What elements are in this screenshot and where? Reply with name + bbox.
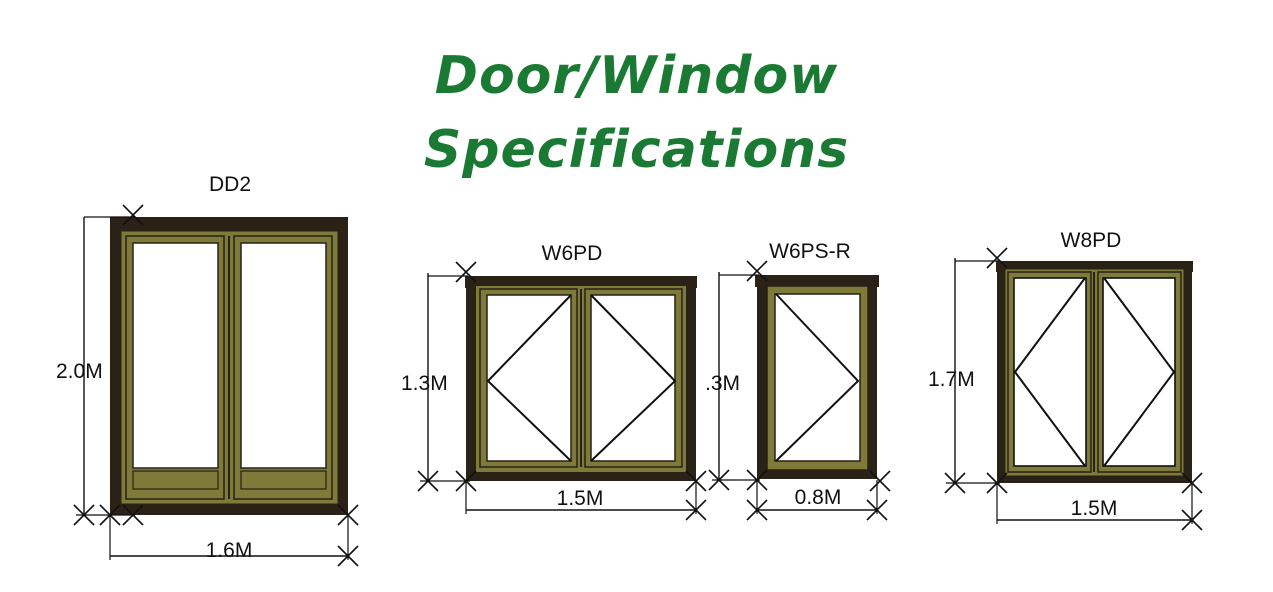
unit-w6pd: W6PD 1.3M 1.5M (401, 242, 707, 521)
dd2-glass-left (132, 242, 219, 469)
dd2-width-label: 1.6M (206, 539, 253, 562)
w6pd-glass-left (486, 294, 572, 462)
w8pd-glass-left (1013, 277, 1087, 467)
w6pd-width-label: 1.5M (557, 487, 604, 510)
w8pd-height-label: 1.7M (928, 368, 975, 391)
w6psr-label: W6PS-R (769, 240, 851, 263)
w8pd-opening-right (1103, 277, 1176, 467)
w6pd-opening-right (590, 294, 677, 462)
w6psr-height-label: .3M (705, 372, 740, 395)
dd2-kickplate-right (240, 470, 327, 490)
dd2-height-label: 2.0M (56, 360, 103, 383)
w6psr-glass (774, 293, 861, 462)
w8pd-label: W8PD (1061, 229, 1122, 252)
unit-dd2: DD2 2.0M 1.6M (56, 173, 359, 567)
w8pd-width-label: 1.5M (1071, 497, 1118, 520)
title-line-1: Door/Window (434, 46, 839, 106)
unit-w8pd: W8PD 1.7M 1.5M (928, 229, 1203, 531)
w8pd-opening-left (1013, 277, 1086, 467)
w6pd-label: W6PD (542, 242, 603, 265)
w6pd-glass-right (590, 294, 676, 462)
w6psr-width-label: 0.8M (795, 486, 842, 509)
w8pd-head (996, 261, 1193, 272)
w6psr-head (755, 275, 879, 287)
title-line-2: Specifications (423, 120, 850, 180)
w6pd-height-label: 1.3M (401, 372, 448, 395)
w6pd-opening-left (486, 294, 572, 462)
unit-w6ps-r: W6PS-R .3M 0.8M (705, 240, 891, 521)
w6psr-opening (775, 293, 860, 462)
dd2-label: DD2 (209, 173, 251, 196)
dd2-glass-right (240, 242, 327, 469)
dd2-kickplate-left (132, 470, 219, 490)
w6pd-head (465, 276, 697, 288)
w8pd-glass-right (1102, 277, 1176, 467)
